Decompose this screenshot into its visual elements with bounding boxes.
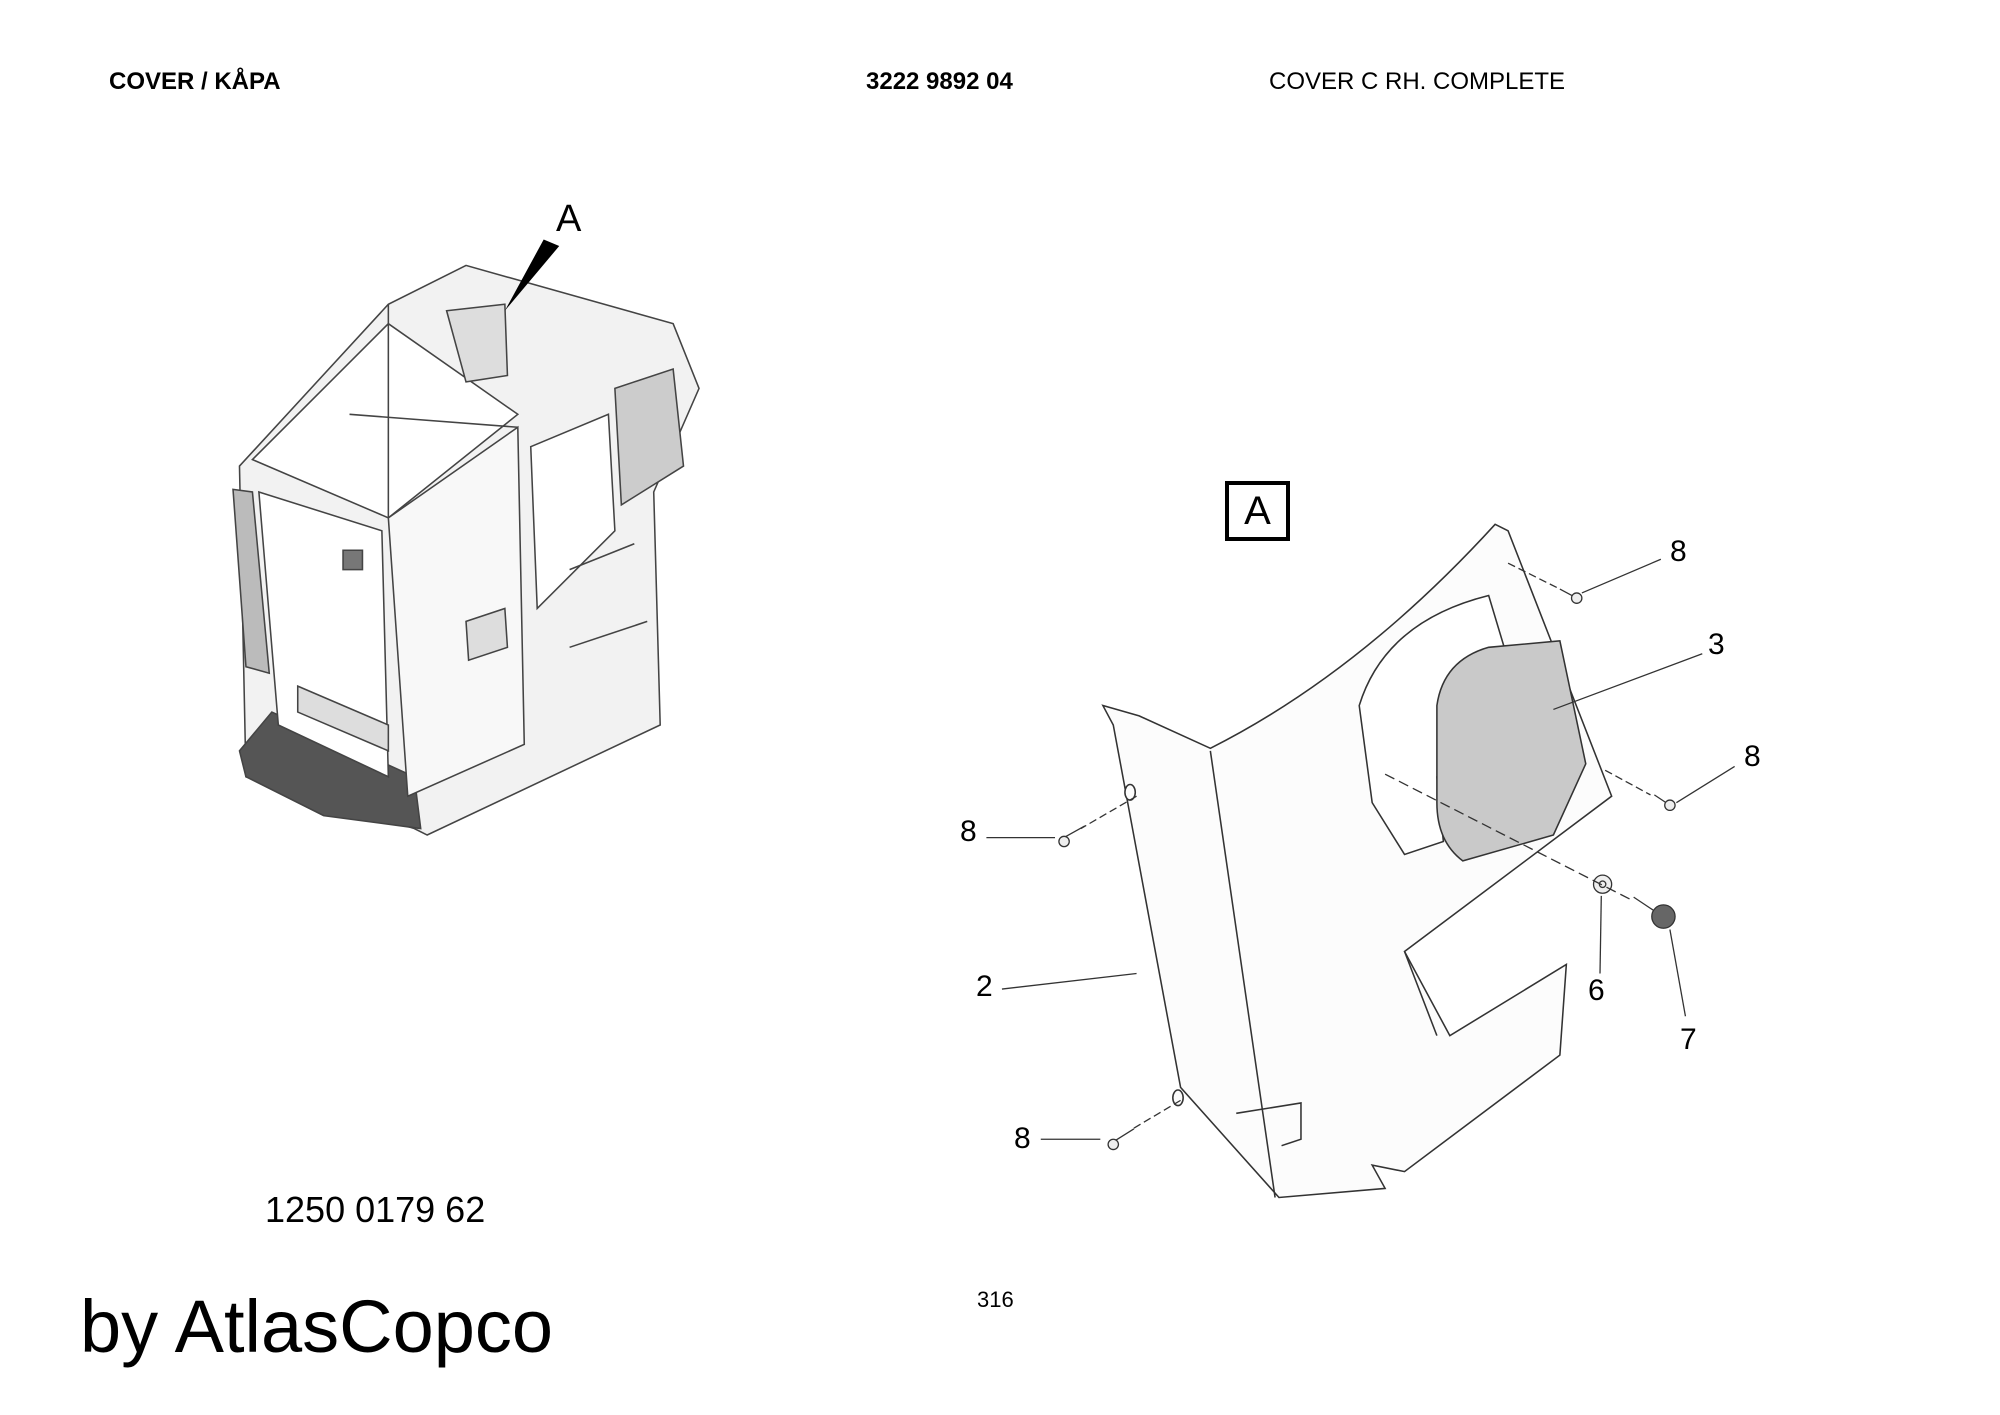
callout-7: 7: [1680, 1023, 1697, 1056]
view-marker-label: A: [556, 198, 582, 240]
callout-3: 3: [1708, 628, 1725, 661]
screw-icon: [1559, 588, 1583, 604]
drawing-number: 1250 0179 62: [265, 1189, 486, 1230]
callout-8: 8: [1014, 1122, 1031, 1155]
screw-icon: [1107, 1128, 1135, 1151]
cover-panel-illustration: [1101, 523, 1613, 1199]
washer-icon: [1592, 874, 1613, 894]
screw-icon: [1058, 825, 1086, 848]
section-title: COVER / KÅPA: [109, 68, 281, 95]
cab-overview-illustration: [232, 264, 700, 836]
callout-8: 8: [1670, 535, 1687, 568]
part-description: COVER C RH. COMPLETE: [1269, 68, 1566, 95]
callout-2: 2: [976, 970, 993, 1003]
callout-8: 8: [1744, 740, 1761, 773]
callout-8: 8: [960, 815, 977, 848]
page-number: 316: [977, 1287, 1014, 1312]
screw-icon: [1654, 794, 1676, 812]
brand-watermark: by AtlasCopco: [80, 1285, 554, 1368]
leader-lines: [986, 558, 1735, 1140]
detail-view-label: A: [1225, 481, 1290, 541]
part-number: 3222 9892 04: [866, 68, 1013, 95]
knob-icon: [1633, 896, 1676, 929]
callout-6: 6: [1588, 974, 1605, 1007]
view-pointer-arrow: [504, 239, 560, 311]
